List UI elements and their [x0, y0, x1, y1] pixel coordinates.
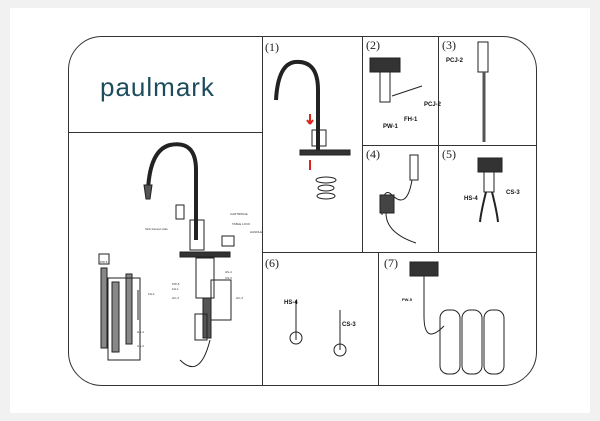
- label-hs4: HS-4: [225, 270, 232, 274]
- divider: [262, 252, 537, 253]
- step-7-number: (7): [384, 256, 398, 270]
- label-fh1: FH-1: [148, 292, 155, 296]
- step-3-number: (3): [442, 38, 456, 52]
- brand-logo: paulmark: [100, 72, 215, 102]
- instruction-frame: [68, 36, 537, 386]
- label-pw5: PW-5: [100, 260, 108, 264]
- label-pcj2: PCJ-2: [424, 102, 442, 108]
- divider: [378, 252, 379, 386]
- divider: [362, 36, 363, 252]
- label-hc2: HC-2: [236, 296, 244, 300]
- divider: [438, 36, 439, 252]
- label-hc2: HC-2: [172, 296, 180, 300]
- step-5-number: (5): [442, 147, 456, 161]
- label-sink-hole: Sink Faucet Hole: [145, 227, 168, 231]
- step-4-number: (4): [366, 147, 380, 161]
- divider: [262, 36, 263, 386]
- label-cs3: CS-3: [506, 190, 520, 196]
- label-pcj2: PCJ-2: [446, 58, 464, 64]
- step-2-number: (2): [366, 38, 380, 52]
- label-cs3: CS-3: [342, 322, 356, 328]
- step-6-number: (6): [265, 256, 279, 270]
- label-fh1: FH-1: [404, 117, 418, 123]
- label-hs4: HS-4: [464, 196, 478, 202]
- label-handle: HANDLE: [250, 230, 263, 234]
- divider: [362, 145, 537, 146]
- step-1-number: (1): [265, 40, 279, 54]
- label-table: TABLE LOCK: [232, 222, 251, 226]
- label-pw5: PW-5: [402, 297, 412, 302]
- label-hs4: HS-4: [284, 300, 298, 306]
- label-cs3: CS-3: [225, 276, 232, 280]
- label-cs3: CS-3: [137, 344, 144, 348]
- label-cartridge: CARTRIDGE: [230, 212, 248, 216]
- label-pw5: PW-5: [172, 282, 180, 286]
- label-pw1: PW-1: [383, 124, 398, 130]
- divider: [68, 132, 262, 133]
- label-hs4: HS-4: [137, 330, 144, 334]
- label-fh1: FH-1: [172, 287, 179, 291]
